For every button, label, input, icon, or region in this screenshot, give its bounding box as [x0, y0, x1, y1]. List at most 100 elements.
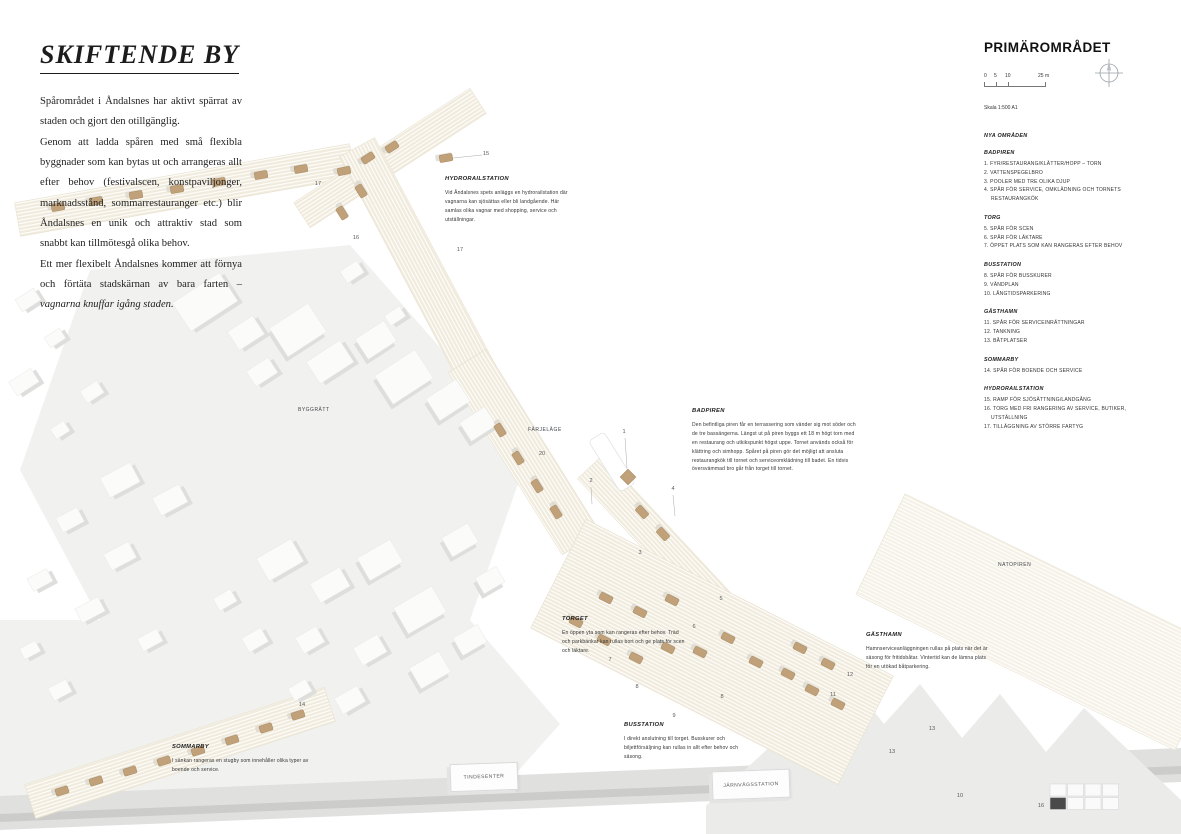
wagon: [658, 639, 676, 654]
legend-item: 10. LÅNGTIDSPARKERING: [984, 290, 1051, 297]
track-band: [293, 87, 487, 229]
wagon-body: [511, 450, 525, 466]
wagon: [153, 754, 172, 767]
wagon-body: [568, 616, 584, 628]
building: [55, 506, 90, 535]
wagon: [634, 501, 650, 519]
wagon-body: [530, 478, 544, 494]
legend-item: 3. POOLER MED TRE OLIKA DJUP: [984, 178, 1071, 185]
building: [255, 538, 309, 583]
wagon-body: [253, 170, 269, 180]
wagon-grid-squares: [1049, 783, 1119, 810]
building: [227, 315, 270, 352]
building-body: [452, 623, 488, 657]
wagon: [333, 165, 352, 176]
wagon: [208, 176, 227, 187]
wagon-body: [224, 734, 240, 746]
building-body: [14, 287, 42, 313]
building: [353, 320, 398, 365]
city-buildings: [8, 260, 506, 717]
building-body: [227, 315, 265, 351]
wagon-body: [293, 164, 309, 174]
wagon: [187, 744, 206, 757]
building: [79, 380, 110, 405]
wagon-body: [664, 594, 680, 606]
rail-wagons: [47, 140, 846, 797]
wagon-body: [598, 592, 614, 604]
building: [309, 566, 356, 605]
wagon: [594, 631, 612, 646]
wagon: [802, 681, 820, 696]
wagon-body: [128, 190, 144, 200]
building: [8, 367, 45, 398]
wagon-body: [748, 656, 764, 668]
wagon-body: [290, 709, 306, 721]
building: [241, 627, 274, 655]
legend-item: 16. TORG MED FRI RANGERING AV SERVICE, B…: [984, 406, 1127, 421]
wagon: [530, 475, 544, 494]
wagon-body: [54, 785, 70, 797]
grid-cell: [1067, 783, 1084, 797]
leader-line: [452, 154, 483, 159]
legend-item: 12. TANKNING: [984, 329, 1021, 335]
legend-section-title: TORG: [984, 214, 1001, 221]
wagon: [630, 603, 648, 618]
leader-line: [624, 437, 628, 469]
intro-column: SKIFTENDE BY Spårområdet i Åndalsnes har…: [40, 40, 242, 316]
leader-line: [672, 494, 676, 517]
building: [47, 678, 78, 703]
legend-sections: BADPIREN 1. FYR/RESTAURANG/KLÄTTER/HOPP –…: [984, 150, 1159, 431]
scale-bar-line: [984, 82, 1046, 87]
wagon-body: [190, 745, 206, 757]
wagon: [335, 202, 349, 221]
wagon: [626, 649, 644, 664]
wagon: [85, 195, 104, 206]
building: [103, 541, 142, 573]
grid-cell: [1102, 797, 1119, 810]
wagon-body: [360, 151, 376, 165]
wagon: [828, 695, 846, 710]
legend-section-title: BUSSTATION: [984, 262, 1022, 268]
wagon: [250, 169, 269, 180]
wagon-body: [549, 504, 563, 520]
legend-item: 14. SPÅR FÖR BOENDE OCH SERVICE: [984, 367, 1083, 374]
legend-section-title: HYDRORAILSTATION: [984, 386, 1044, 393]
wagon: [662, 591, 680, 606]
wagon-body: [156, 755, 172, 767]
building-body: [474, 565, 506, 595]
wagon: [690, 643, 708, 658]
wagon-body: [122, 765, 138, 777]
legend-item: 6. SPÅR FÖR LÄKTARE: [984, 234, 1043, 241]
ferry-and-tower: [589, 432, 637, 492]
building-body: [212, 588, 238, 612]
wagon: [493, 419, 507, 438]
legend-item: 17. TILLÄGGNING AV STÖRRE FARTYG: [984, 423, 1084, 430]
building: [391, 585, 447, 640]
wagon-body: [660, 642, 676, 654]
legend-section-title: BADPIREN: [984, 150, 1015, 156]
building-body: [241, 627, 269, 653]
wagon-body: [88, 196, 104, 206]
legend-item: 2. VATTENSPEGELBRO: [984, 169, 1043, 176]
wagon: [51, 784, 70, 797]
building: [268, 302, 327, 362]
building: [18, 640, 46, 662]
legend-section-title: GÄSTHAMN: [984, 309, 1018, 316]
building: [457, 406, 497, 447]
building: [439, 522, 479, 563]
building-body: [151, 483, 189, 517]
scale-note: Skala 1:500 A1: [984, 105, 1018, 111]
compass-rose-icon: [1095, 59, 1123, 87]
building: [451, 623, 488, 661]
legend-item: 1. FYR/RESTAURANG/KLÄTTER/HOPP – TORN: [984, 161, 1102, 167]
intro-paragraph-italic: vagnarna knuffar igång staden.: [40, 299, 174, 311]
wagon: [549, 501, 563, 520]
building-body: [171, 272, 239, 332]
building: [171, 272, 243, 333]
building-body: [99, 461, 141, 499]
building-body: [309, 566, 351, 604]
wagon: [287, 708, 306, 721]
building: [339, 260, 370, 285]
